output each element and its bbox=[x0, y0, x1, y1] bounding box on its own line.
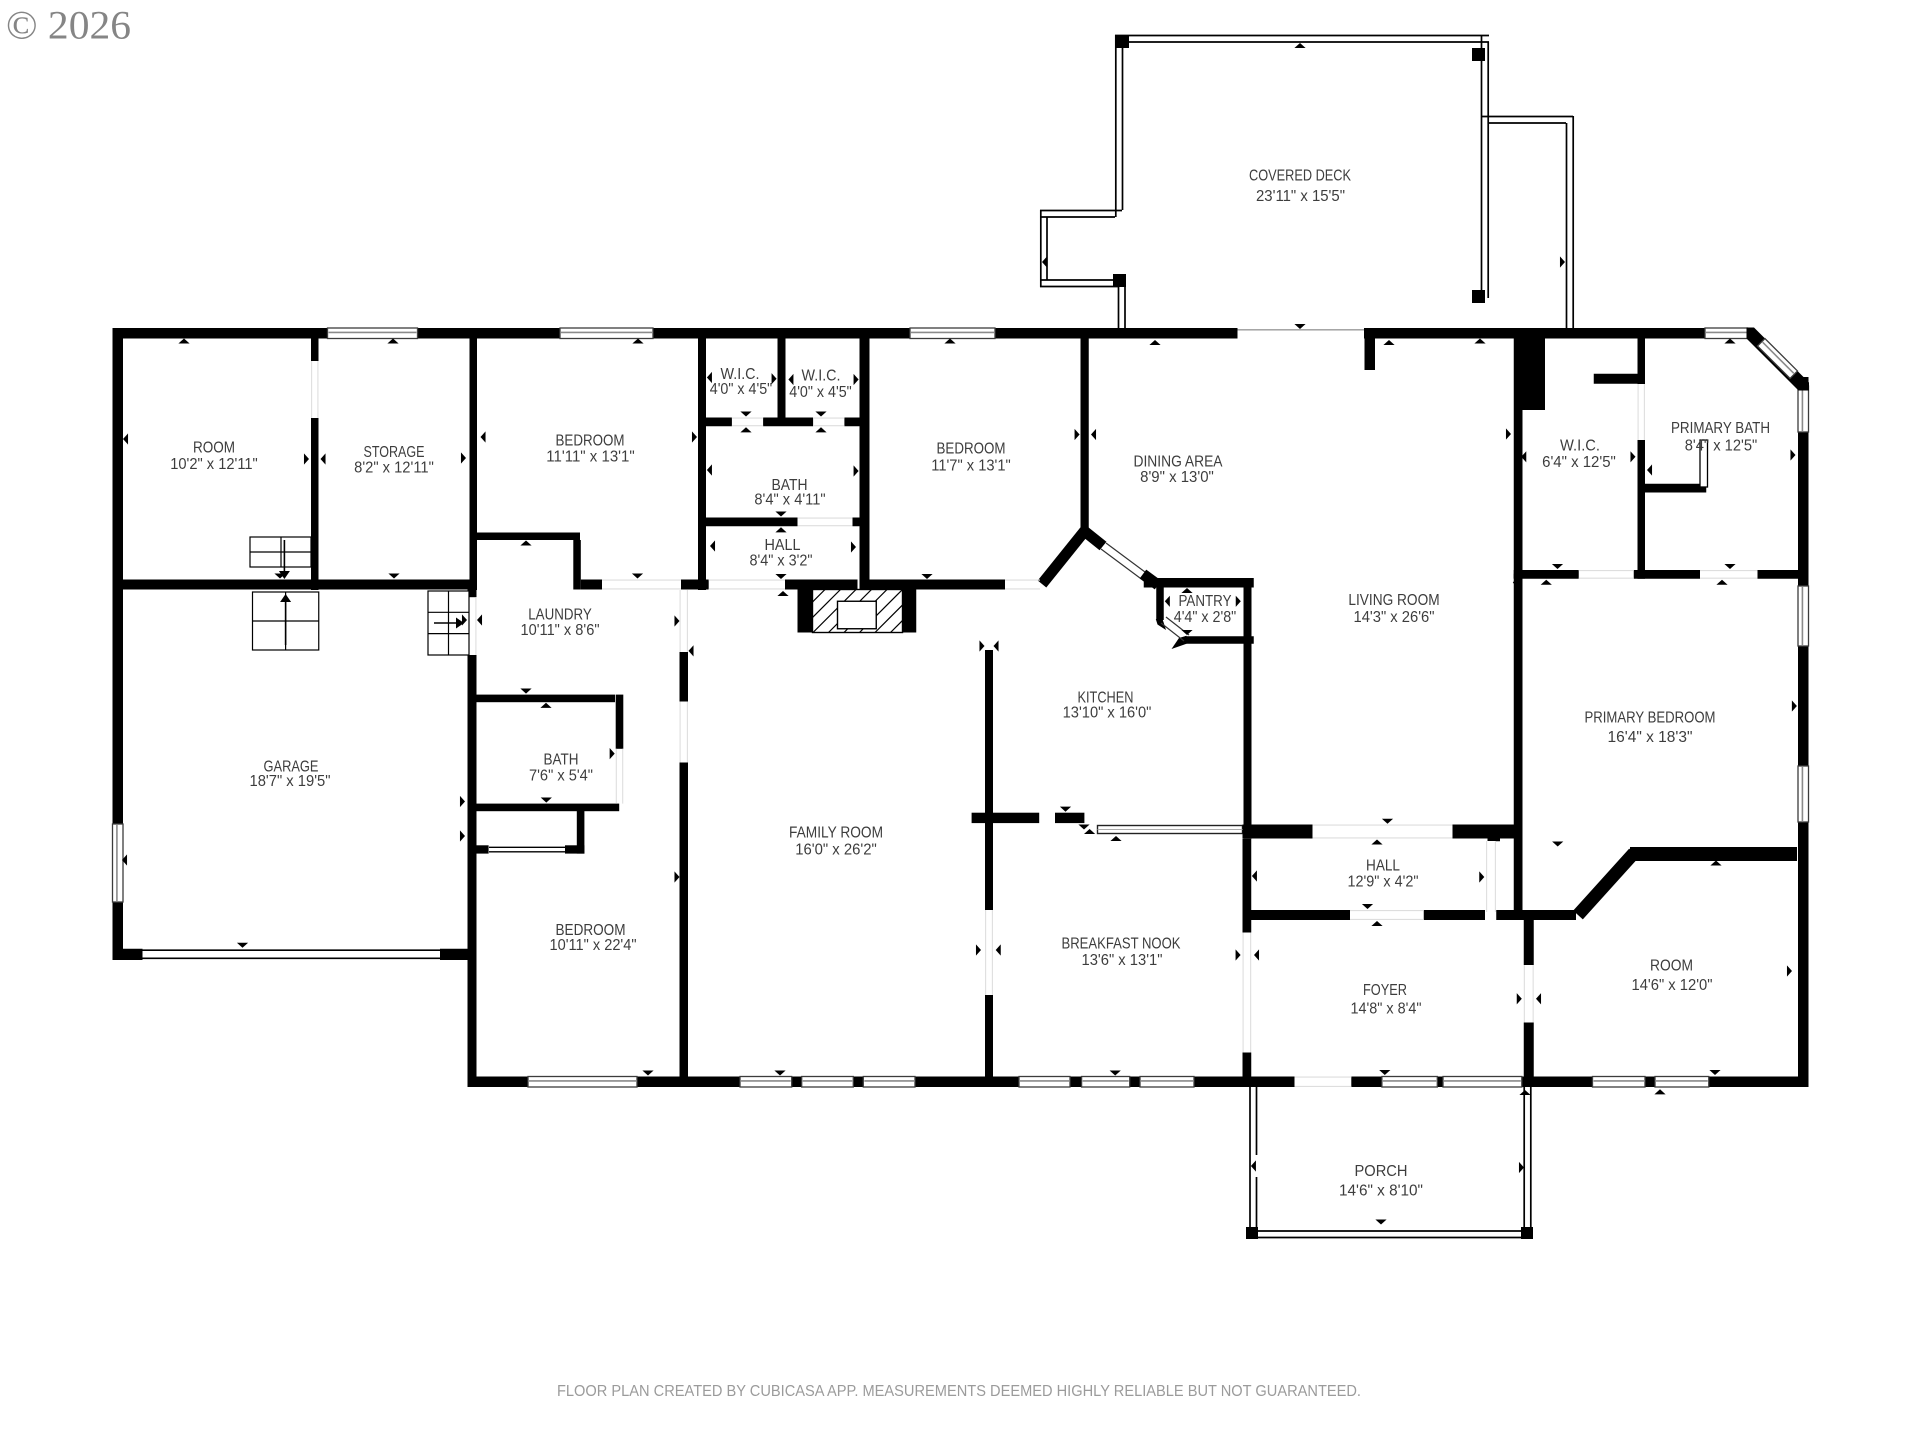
svg-text:14'6" x 8'10": 14'6" x 8'10" bbox=[1339, 1183, 1423, 1200]
svg-text:14'8" x 8'4": 14'8" x 8'4" bbox=[1351, 1001, 1422, 1018]
svg-text:FLOOR PLAN CREATED BY CUBICASA: FLOOR PLAN CREATED BY CUBICASA APP. MEAS… bbox=[557, 1383, 1361, 1400]
svg-text:HALL: HALL bbox=[1366, 858, 1400, 875]
svg-text:ROOM: ROOM bbox=[1650, 958, 1693, 975]
svg-text:BATH: BATH bbox=[544, 752, 579, 769]
svg-text:10'11" x 22'4": 10'11" x 22'4" bbox=[550, 937, 637, 954]
svg-text:PANTRY: PANTRY bbox=[1179, 593, 1232, 610]
svg-text:W.I.C.: W.I.C. bbox=[802, 368, 841, 385]
svg-text:KITCHEN: KITCHEN bbox=[1078, 690, 1134, 707]
svg-text:12'9" x 4'2": 12'9" x 4'2" bbox=[1348, 874, 1419, 891]
svg-text:W.I.C.: W.I.C. bbox=[1560, 438, 1600, 455]
svg-text:6'4" x 12'5": 6'4" x 12'5" bbox=[1542, 454, 1616, 471]
svg-text:PRIMARY BEDROOM: PRIMARY BEDROOM bbox=[1585, 710, 1716, 727]
svg-text:13'10" x 16'0": 13'10" x 16'0" bbox=[1063, 705, 1152, 722]
svg-text:10'2" x 12'11": 10'2" x 12'11" bbox=[170, 456, 258, 473]
svg-text:23'11" x 15'5": 23'11" x 15'5" bbox=[1256, 188, 1345, 205]
svg-text:18'7" x 19'5": 18'7" x 19'5" bbox=[250, 773, 331, 790]
svg-text:14'3" x 26'6": 14'3" x 26'6" bbox=[1354, 609, 1435, 626]
svg-text:11'7" x 13'1": 11'7" x 13'1" bbox=[931, 458, 1011, 475]
svg-text:16'0" x 26'2": 16'0" x 26'2" bbox=[795, 842, 877, 859]
svg-text:STORAGE: STORAGE bbox=[364, 444, 425, 461]
svg-text:4'0" x 4'5": 4'0" x 4'5" bbox=[789, 384, 852, 401]
svg-text:PORCH: PORCH bbox=[1355, 1163, 1408, 1180]
svg-text:13'6" x 13'1": 13'6" x 13'1" bbox=[1082, 952, 1163, 969]
svg-text:7'6" x 5'4": 7'6" x 5'4" bbox=[529, 768, 593, 785]
svg-text:4'0" x 4'5": 4'0" x 4'5" bbox=[710, 381, 773, 398]
svg-text:ROOM: ROOM bbox=[193, 440, 235, 457]
svg-text:BEDROOM: BEDROOM bbox=[556, 433, 625, 450]
svg-text:BREAKFAST NOOK: BREAKFAST NOOK bbox=[1062, 936, 1182, 953]
svg-text:GARAGE: GARAGE bbox=[264, 759, 319, 776]
svg-text:W.I.C.: W.I.C. bbox=[721, 366, 760, 383]
svg-text:HALL: HALL bbox=[765, 537, 801, 554]
svg-text:BEDROOM: BEDROOM bbox=[937, 441, 1006, 458]
svg-text:FAMILY ROOM: FAMILY ROOM bbox=[789, 825, 883, 842]
svg-text:16'4" x 18'3": 16'4" x 18'3" bbox=[1608, 729, 1693, 746]
svg-text:PRIMARY BATH: PRIMARY BATH bbox=[1671, 420, 1770, 437]
svg-text:8'2" x 12'11": 8'2" x 12'11" bbox=[354, 460, 434, 477]
svg-text:4'4" x 2'8": 4'4" x 2'8" bbox=[1174, 609, 1237, 626]
svg-text:11'11" x 13'1": 11'11" x 13'1" bbox=[546, 449, 634, 466]
svg-text:8'9" x 13'0": 8'9" x 13'0" bbox=[1140, 469, 1214, 486]
svg-text:14'6" x 12'0": 14'6" x 12'0" bbox=[1632, 977, 1713, 994]
svg-text:LIVING ROOM: LIVING ROOM bbox=[1348, 592, 1439, 609]
svg-text:8'4" x 4'11": 8'4" x 4'11" bbox=[754, 492, 825, 509]
svg-text:8'4" x 12'5": 8'4" x 12'5" bbox=[1685, 438, 1758, 455]
svg-text:BEDROOM: BEDROOM bbox=[556, 922, 626, 939]
svg-text:COVERED DECK: COVERED DECK bbox=[1249, 168, 1352, 185]
svg-text:10'11" x 8'6": 10'11" x 8'6" bbox=[521, 622, 600, 639]
svg-text:© 2026: © 2026 bbox=[6, 3, 131, 48]
svg-text:8'4" x 3'2": 8'4" x 3'2" bbox=[750, 553, 813, 570]
svg-text:BATH: BATH bbox=[772, 477, 808, 494]
svg-text:DINING AREA: DINING AREA bbox=[1134, 454, 1224, 471]
svg-text:LAUNDRY: LAUNDRY bbox=[528, 607, 592, 624]
svg-text:FOYER: FOYER bbox=[1363, 982, 1407, 999]
